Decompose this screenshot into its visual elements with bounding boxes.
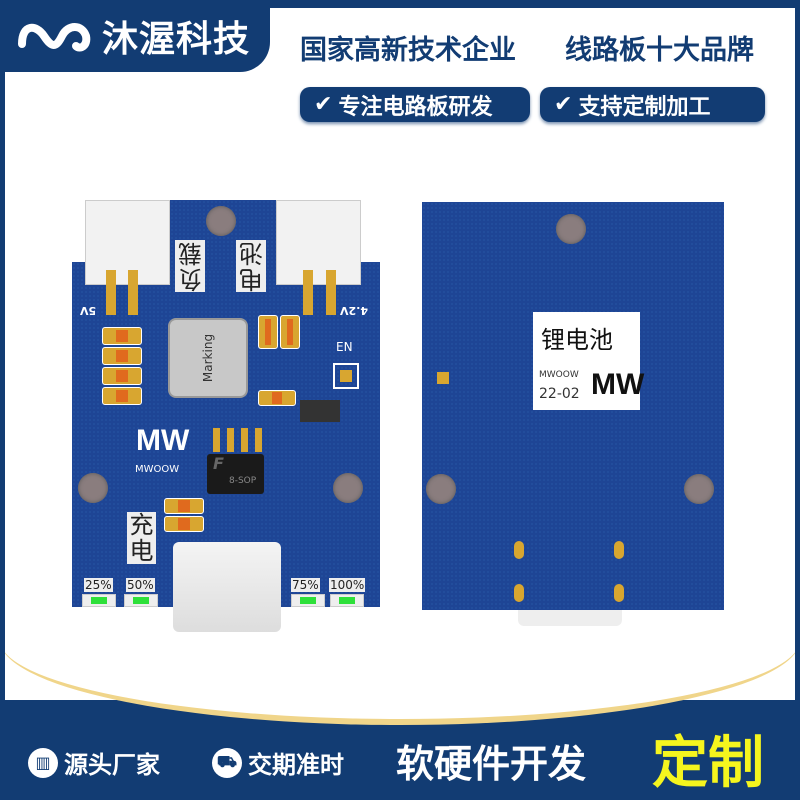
truck-icon: ⛟: [212, 747, 242, 778]
badge-label: 专注电路板研发: [338, 94, 493, 120]
pad: [514, 584, 524, 602]
service-text: 软硬件开发: [396, 742, 587, 786]
smd-component: [102, 367, 142, 385]
feature-label: 源头厂家: [64, 751, 160, 779]
chip-logo-icon: F: [213, 454, 224, 473]
mount-hole: [426, 474, 456, 504]
smd-component: [258, 390, 296, 406]
smd-component: [164, 498, 204, 514]
pad: [437, 372, 449, 384]
building-icon: ▥: [28, 747, 58, 778]
led-75: [291, 594, 325, 607]
smd-component: [102, 387, 142, 405]
slogan-top-brand: 线路板十大品牌: [565, 35, 754, 66]
pad: [514, 541, 524, 559]
connector-5v: [85, 200, 170, 285]
highlight-text: 定制: [652, 731, 764, 796]
sticker-brand: MWOOW: [539, 370, 579, 380]
board-logo-sub: MWOOW: [135, 464, 180, 475]
led-100: [330, 594, 364, 607]
smd-component: [164, 516, 204, 532]
feature-factory: ▥源头厂家: [28, 745, 160, 780]
badge-label: 支持定制加工: [578, 94, 711, 120]
smd-component: [280, 315, 300, 349]
chip-label: 8-SOP: [229, 476, 257, 486]
connector-4v2: [276, 200, 361, 285]
pad: [106, 270, 116, 315]
usb-c-port: [173, 542, 281, 632]
check-icon: ✔: [314, 92, 333, 117]
pad: [303, 270, 313, 315]
mount-hole: [206, 206, 236, 236]
usb-c-port: [518, 610, 622, 626]
slogan-high-tech: 国家高新技术企业: [300, 35, 516, 66]
smd-component: [102, 327, 142, 345]
led-25: [82, 594, 116, 607]
label-load: 负载: [175, 239, 205, 293]
sticker-code: 22-02: [539, 386, 580, 402]
pad: [614, 541, 624, 559]
pad: [614, 584, 624, 602]
mount-hole: [556, 214, 586, 244]
pad: [227, 428, 234, 452]
badge-pcb-rd: ✔专注电路板研发: [300, 87, 530, 122]
pad: [128, 270, 138, 315]
feature-delivery: ⛟交期准时: [212, 745, 344, 780]
smd-component: [102, 347, 142, 365]
led-label: 75%: [291, 578, 320, 592]
badge-custom: ✔支持定制加工: [540, 87, 765, 122]
mount-hole: [78, 473, 108, 503]
led-label: 50%: [126, 578, 155, 592]
en-pad: [333, 363, 359, 389]
pad: [241, 428, 248, 452]
led-50: [124, 594, 158, 607]
mount-hole: [333, 473, 363, 503]
inductor: Marking: [168, 318, 248, 398]
mount-hole: [684, 474, 714, 504]
feature-label: 交期准时: [248, 751, 344, 779]
battery-sticker: 锂电池 MWOOW 22-02 MW: [533, 312, 644, 410]
sticker-title: 锂电池: [541, 326, 613, 354]
check-icon: ✔: [554, 92, 573, 117]
brand-logo: 沐渥科技: [0, 0, 270, 72]
label-en: EN: [336, 340, 353, 354]
smd-component: [258, 315, 278, 349]
board-logo: MW: [136, 424, 190, 457]
label-battery: 电池: [236, 239, 266, 293]
brand-logo-icon: [18, 23, 91, 52]
transistor: [300, 400, 340, 422]
inductor-label: Marking: [201, 333, 215, 383]
label-4v2: 4.2V: [340, 304, 368, 317]
led-label: 100%: [329, 578, 366, 592]
ic-chip: F 8-SOP: [207, 454, 264, 494]
label-charge: 充电: [127, 512, 156, 564]
label-5v: 5V: [80, 304, 97, 317]
brand-name: 沐渥科技: [102, 19, 251, 60]
sticker-logo: MW: [591, 368, 645, 401]
pad: [213, 428, 220, 452]
led-label: 25%: [84, 578, 113, 592]
pad: [326, 270, 336, 315]
pad: [255, 428, 262, 452]
